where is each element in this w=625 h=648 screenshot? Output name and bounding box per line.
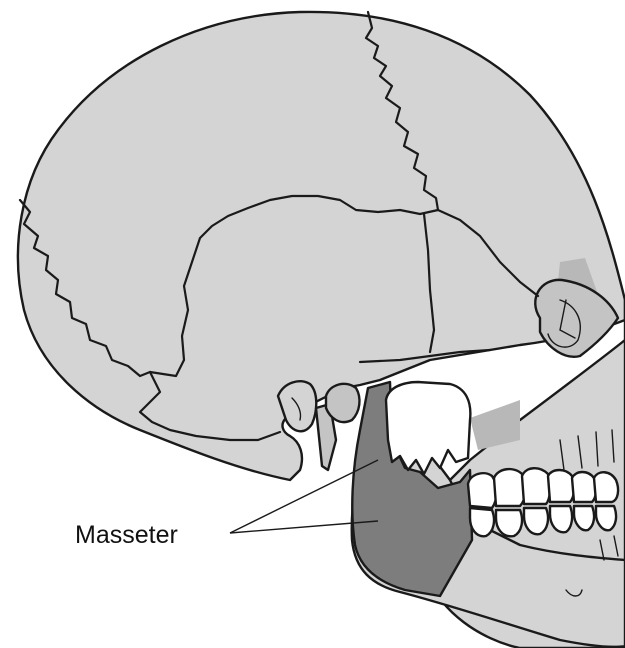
lower-tooth [524,508,548,534]
upper-teeth [468,468,618,508]
upper-tooth [522,468,550,504]
masseter-label: Masseter [75,521,178,549]
lower-tooth [496,510,522,536]
upper-tooth [594,472,618,502]
upper-tooth [468,473,497,508]
mandible-condyle [326,384,359,422]
upper-tooth [572,472,596,502]
lower-tooth [470,508,494,536]
upper-tooth [494,469,526,506]
upper-tooth [548,470,574,502]
